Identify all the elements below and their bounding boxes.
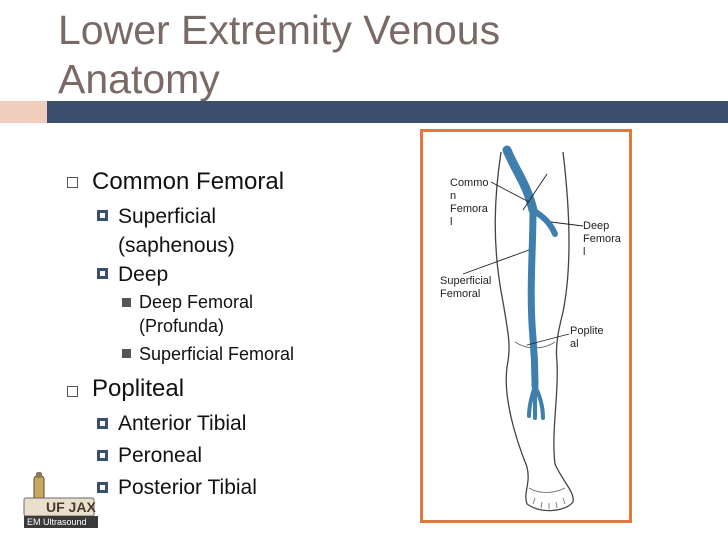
- bullet-square-icon: [97, 268, 108, 279]
- title-accent-bar-left: [0, 101, 47, 123]
- slide-title: Lower Extremity Venous Anatomy: [58, 6, 578, 104]
- bullet-anterior-tibial: Anterior Tibial: [118, 412, 247, 435]
- label-deep-femoral: Deep Femora l: [583, 220, 621, 258]
- bullet-superficial-continued: (saphenous): [118, 234, 235, 257]
- leg-illustration: [462, 145, 584, 512]
- bullet-common-femoral: Common Femoral: [92, 168, 285, 195]
- bullet-list: Common Femoral Superficial (saphenous) D…: [67, 168, 295, 499]
- bullet-posterior-tibial: Posterior Tibial: [118, 476, 257, 499]
- slide-title-line-1: Lower Extremity Venous: [58, 7, 501, 53]
- common-femoral-vein: [502, 145, 538, 215]
- leg-outline: [494, 151, 574, 512]
- bullet-deep-femoral-continued: (Profunda): [139, 316, 225, 336]
- superficial-femoral-vein: [527, 206, 537, 342]
- bullet-small-square-icon: [122, 298, 131, 307]
- bullet-square-icon: [97, 210, 108, 221]
- bullet-square-icon: [97, 482, 108, 493]
- uf-jax-em-ultrasound-logo: UF JAX EM Ultrasound: [22, 470, 100, 530]
- title-accent-bar: [47, 101, 728, 123]
- bullet-square-icon: [97, 450, 108, 461]
- bullet-square-icon: [97, 418, 108, 429]
- venous-anatomy-diagram: Commo n Femora l Deep Femora l Superfici…: [420, 129, 632, 523]
- bullet-deep: Deep: [118, 263, 169, 286]
- bullet-popliteal: Popliteal: [92, 375, 185, 402]
- popliteal-vein: [529, 334, 539, 390]
- bullet-box-icon: [67, 177, 78, 188]
- bullet-peroneal: Peroneal: [118, 444, 203, 467]
- bullet-superficial: Superficial: [118, 205, 217, 228]
- bullet-deep-femoral: Deep Femoral: [139, 292, 254, 312]
- svg-text:UF JAX: UF JAX: [46, 499, 96, 515]
- label-popliteal: Poplite al: [570, 325, 604, 350]
- slide-title-line-2: Anatomy: [58, 56, 220, 102]
- svg-text:EM Ultrasound: EM Ultrasound: [27, 517, 87, 527]
- label-superficial-femoral: Superficial Femoral: [440, 275, 492, 300]
- bullet-box-icon: [67, 386, 78, 397]
- label-common-femoral: Commo n Femora l: [450, 177, 489, 228]
- bullet-superficial-femoral: Superficial Femoral: [139, 344, 295, 364]
- bullet-small-square-icon: [122, 349, 131, 358]
- posterior-tibial-vein: [533, 384, 545, 420]
